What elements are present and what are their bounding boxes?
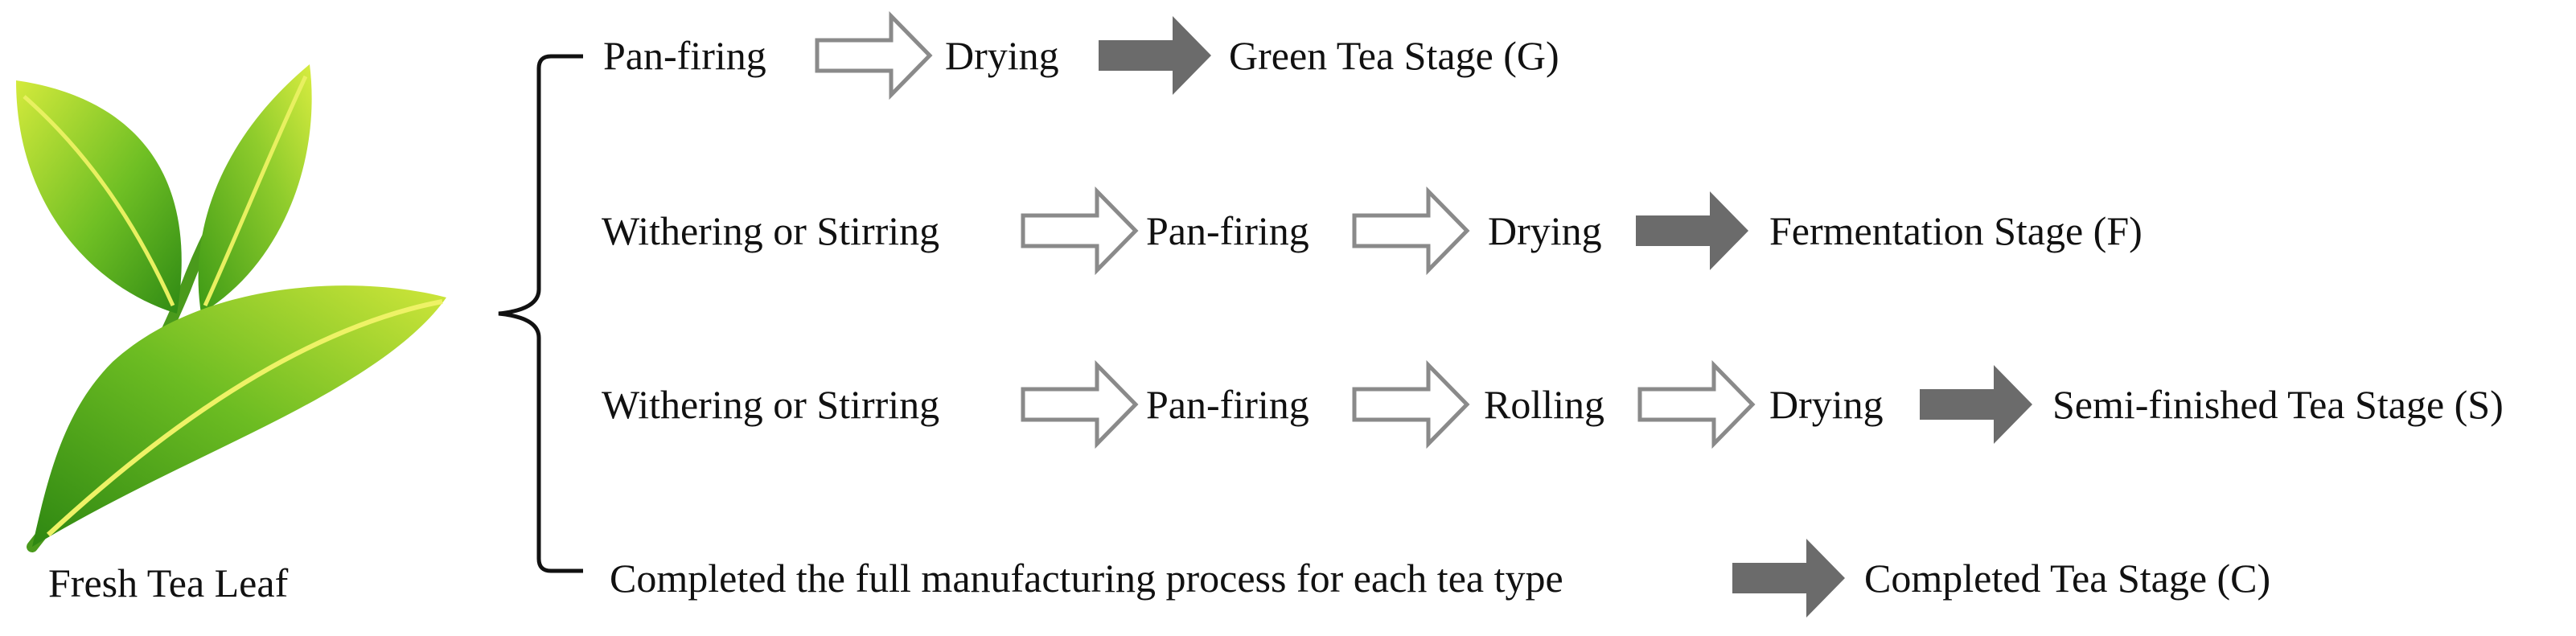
curly-brace xyxy=(498,54,583,573)
row3-step-drying: Drying xyxy=(1769,382,1884,427)
row1-step-pan-firing: Pan-firing xyxy=(603,33,766,78)
leaf-label: Fresh Tea Leaf xyxy=(48,560,289,605)
row2-stage-fermentation: Fermentation Stage (F) xyxy=(1769,208,2143,253)
row4-stage-completed: Completed Tea Stage (C) xyxy=(1864,556,2271,601)
row3-step-rolling: Rolling xyxy=(1484,382,1605,427)
row2-step-withering: Withering or Stirring xyxy=(602,208,940,253)
leaf-bottom xyxy=(32,285,446,547)
leaf-upper-left xyxy=(16,80,182,314)
row4-step-completed-process: Completed the full manufacturing process… xyxy=(610,556,1563,601)
row3-hollow-arrow-3 xyxy=(1637,360,1756,449)
row1-step-drying: Drying xyxy=(945,33,1059,78)
row3-step-pan-firing: Pan-firing xyxy=(1146,382,1309,427)
row2-solid-arrow xyxy=(1636,191,1748,270)
row1-solid-arrow xyxy=(1099,16,1211,95)
row3-hollow-arrow-1 xyxy=(1021,360,1139,449)
row3-solid-arrow xyxy=(1920,365,2032,444)
row4-solid-arrow xyxy=(1732,539,1845,618)
tea-leaf-illustration xyxy=(16,64,446,552)
row1-hollow-arrow-1 xyxy=(815,11,933,100)
row2-hollow-arrow-1 xyxy=(1021,187,1139,275)
row2-step-pan-firing: Pan-firing xyxy=(1146,208,1309,253)
row3-hollow-arrow-2 xyxy=(1352,360,1470,449)
row2-step-drying: Drying xyxy=(1488,208,1602,253)
row1-stage-green: Green Tea Stage (G) xyxy=(1229,33,1559,78)
row3-stage-semi-finished: Semi-finished Tea Stage (S) xyxy=(2052,382,2504,427)
row3-step-withering: Withering or Stirring xyxy=(602,382,940,427)
row2-hollow-arrow-2 xyxy=(1352,187,1470,275)
